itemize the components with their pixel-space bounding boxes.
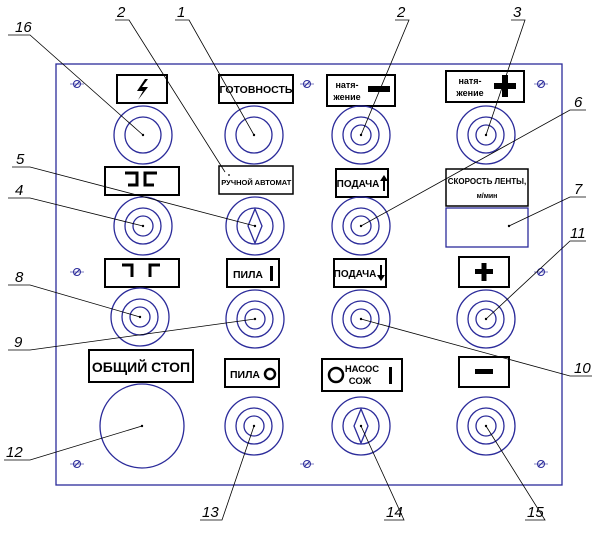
plate-manual-auto: РУЧНОЙ АВТОМАТ — [218, 165, 294, 195]
plate-tension-minus: натя- жение — [326, 74, 396, 107]
pump-label-1: НАСОС — [345, 364, 379, 375]
screw-bottom-left-icon — [70, 460, 84, 468]
button-13 — [224, 396, 284, 456]
callout-10: 10 — [574, 360, 591, 377]
screw-bottom-right-icon — [534, 460, 548, 468]
plate-belt-speed: СКОРОСТЬ ЛЕНТЫ, м/мин — [445, 168, 529, 207]
callout-16: 16 — [15, 19, 32, 36]
plate-feed-down: ПОДАЧА — [333, 258, 387, 288]
tension-plus-label-1: натя- — [458, 76, 481, 86]
tension-minus-label-2: жение — [332, 92, 360, 102]
panel-frame — [55, 63, 563, 486]
callout-7: 7 — [574, 181, 583, 198]
feed-up-label: ПОДАЧА — [337, 179, 380, 190]
screw-bottom-center-icon — [300, 460, 314, 468]
plate-general-stop: ОБЩИЙ СТОП — [88, 349, 194, 383]
pump-off-icon — [327, 366, 345, 384]
plate-lightning — [116, 74, 168, 104]
callout-2b: 2 — [396, 4, 406, 21]
callout-4: 4 — [15, 182, 23, 199]
selector-lever-icon — [353, 407, 369, 445]
plate-ready: ГОТОВНОСТЬ — [218, 74, 294, 104]
pump-label-2: СОЖ — [349, 376, 372, 387]
plate-saw-on: ПИЛА — [226, 258, 280, 288]
saw-off-label: ПИЛА — [230, 369, 260, 381]
plate-saw-off: ПИЛА — [224, 358, 280, 388]
button-15 — [456, 396, 516, 456]
feed-down-label: ПОДАЧА — [334, 269, 377, 280]
callout-8: 8 — [15, 269, 24, 286]
clamp-open-icon — [122, 263, 160, 277]
indicator-1 — [224, 105, 284, 165]
pump-on-bar-icon — [389, 367, 392, 384]
callout-12: 12 — [6, 444, 23, 461]
manual-label: РУЧНОЙ — [221, 178, 252, 187]
display-7 — [445, 207, 529, 248]
callout-15: 15 — [527, 504, 544, 521]
belt-speed-label-2: м/мин — [477, 193, 498, 200]
screw-mid-right-icon — [534, 268, 548, 276]
callout-6: 6 — [574, 94, 583, 111]
button-9 — [225, 289, 285, 349]
plate-tension-plus: натя- жение — [445, 70, 525, 103]
plate-feed-up: ПОДАЧА — [335, 168, 389, 198]
selector-lever-icon — [247, 207, 263, 245]
button-10 — [331, 289, 391, 349]
callout-11: 11 — [570, 225, 586, 242]
button-tension-minus — [331, 105, 391, 165]
plate-pump: НАСОС СОЖ — [321, 358, 403, 392]
plate-clamp-open — [104, 258, 180, 288]
arrow-down-icon — [377, 265, 385, 281]
minus-bar-icon — [368, 86, 390, 92]
on-bar-icon — [270, 266, 273, 281]
callout-14: 14 — [386, 504, 403, 521]
callout-numbers: 16 2 1 2 3 5 6 7 4 11 8 9 10 12 13 14 15 — [6, 4, 591, 521]
screw-top-left-icon — [70, 80, 84, 88]
leaders — [4, 19, 592, 521]
lightning-icon — [137, 79, 148, 100]
callout-13: 13 — [202, 504, 219, 521]
callout-9: 9 — [14, 334, 23, 351]
plus-cross-icon — [494, 75, 516, 97]
callout-3: 3 — [513, 4, 522, 21]
auto-label: АВТОМАТ — [255, 178, 292, 187]
tension-plus-label-2: жение — [455, 88, 483, 98]
minus-icon — [475, 369, 493, 374]
off-circle-icon — [263, 367, 277, 381]
arrow-up-icon — [380, 175, 388, 191]
ready-label: ГОТОВНОСТЬ — [220, 84, 293, 96]
callout-1: 1 — [177, 4, 185, 21]
callout-2a: 2 — [116, 4, 126, 21]
plate-plus — [458, 256, 510, 288]
plus-icon — [475, 263, 493, 281]
general-stop-label: ОБЩИЙ СТОП — [92, 358, 190, 375]
callout-5: 5 — [16, 151, 25, 168]
plate-minus — [458, 356, 510, 388]
screw-top-center-icon — [300, 80, 314, 88]
saw-on-label: ПИЛА — [233, 269, 263, 281]
clamp-closed-icon — [125, 171, 157, 187]
screw-top-right-icon — [534, 80, 548, 88]
belt-speed-label-1: СКОРОСТЬ ЛЕНТЫ, — [448, 177, 526, 186]
plate-clamp-closed — [104, 166, 180, 196]
button-tension-plus — [456, 105, 516, 165]
screw-mid-left-icon — [70, 268, 84, 276]
tension-minus-label-1: натя- — [335, 80, 358, 90]
